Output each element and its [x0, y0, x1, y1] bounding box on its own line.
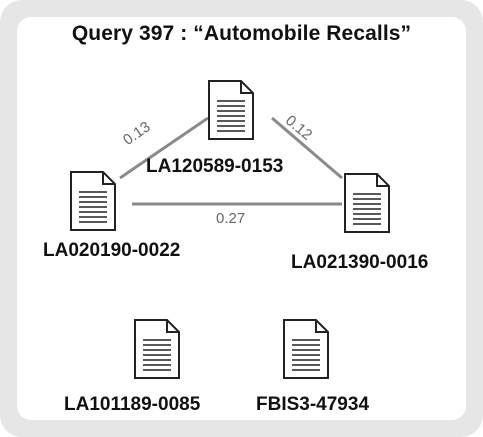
document-icon [70, 171, 116, 231]
edge-line-0-12 [271, 116, 343, 180]
edge-weight-0-27: 0.27 [216, 210, 246, 227]
document-icon [134, 319, 180, 379]
document-icon [283, 319, 329, 379]
diagram-title: Query 397 : “Automobile Recalls” [71, 22, 412, 45]
doc-label-la120589-0153: LA120589-0153 [146, 156, 284, 177]
doc-label-la020190-0022: LA020190-0022 [43, 240, 181, 261]
document-icon [344, 173, 390, 233]
document-icon [208, 80, 254, 140]
edge-line-0-13 [119, 116, 209, 180]
doc-label-la021390-0016: LA021390-0016 [291, 252, 429, 273]
doc-label-la101189-0085: LA101189-0085 [64, 394, 201, 415]
doc-label-fbis3-47934: FBIS3-47934 [256, 394, 370, 415]
